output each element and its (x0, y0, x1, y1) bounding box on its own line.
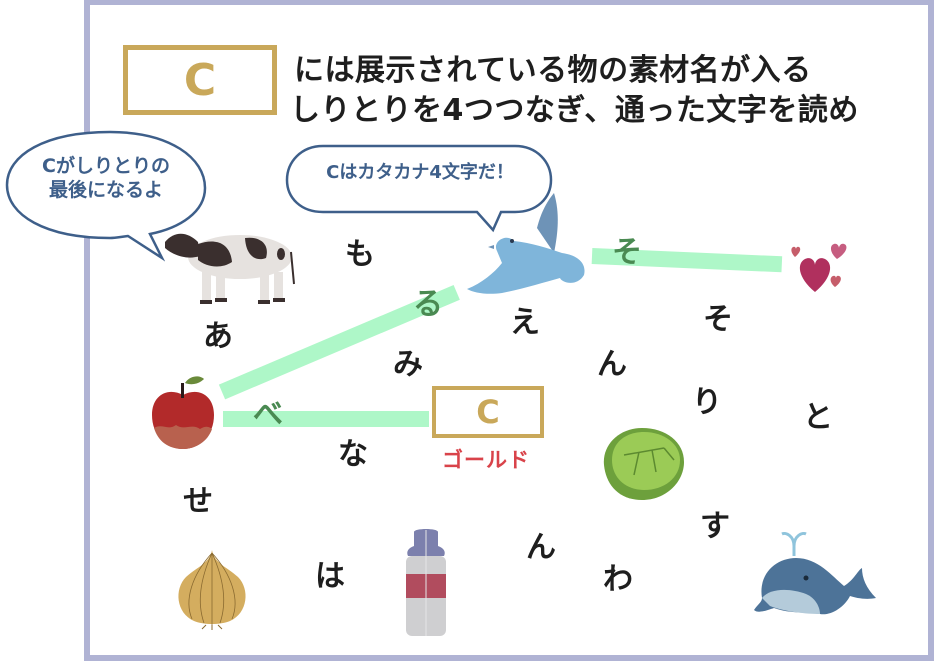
kana-e: え (510, 305, 540, 340)
instruction-line-1: には展示されている物の素材名が入る (294, 53, 812, 88)
kana-a: あ (203, 319, 233, 354)
kana-se: せ (183, 484, 213, 519)
path-line-apple-c (223, 411, 429, 427)
c-box-title: C (123, 45, 277, 115)
kana-n-upper: ん (597, 347, 627, 382)
c-box-answer: C (432, 386, 544, 438)
apple-picture (152, 376, 214, 449)
speech-bubble-left-line1: Cがしりとりの (42, 155, 170, 177)
speech-bubble-left (5, 130, 207, 262)
kana-ha: は (315, 559, 345, 594)
kana-na: な (338, 437, 368, 472)
lettuce-picture (603, 428, 684, 500)
kana-be: べ (253, 397, 283, 432)
instruction-line-2: しりとりを4つつなぎ、通った文字を読め (290, 93, 859, 128)
kana-mo: も (345, 237, 375, 272)
kana-to: と (803, 400, 833, 435)
kana-wa: わ (603, 562, 633, 597)
kana-mi: み (393, 347, 423, 382)
bird-picture (467, 193, 585, 294)
kana-su: す (700, 509, 730, 544)
kana-so-top: そ (612, 235, 642, 270)
c-box-answer-label: C (476, 393, 500, 431)
speech-bubble-left-line2: 最後になるよ (48, 178, 163, 201)
kana-n-lower: ん (526, 530, 556, 565)
answer-hint: ゴールド (442, 448, 530, 472)
kana-ru: る (413, 287, 443, 322)
speech-bubble-right (285, 144, 553, 233)
speech-bubble-right-text: Cはカタカナ4文字だ！ (326, 162, 514, 183)
whale-picture (754, 532, 876, 615)
cow-picture (165, 233, 295, 304)
kana-ri: り (692, 385, 722, 420)
kana-so: そ (703, 302, 733, 337)
c-box-title-label: C (183, 54, 217, 106)
speech-bubble-left-text: Cがしりとりの 最後になるよ (20, 155, 192, 203)
hearts-picture (791, 243, 847, 292)
bottle-picture (406, 529, 446, 636)
onion-picture (178, 550, 246, 630)
